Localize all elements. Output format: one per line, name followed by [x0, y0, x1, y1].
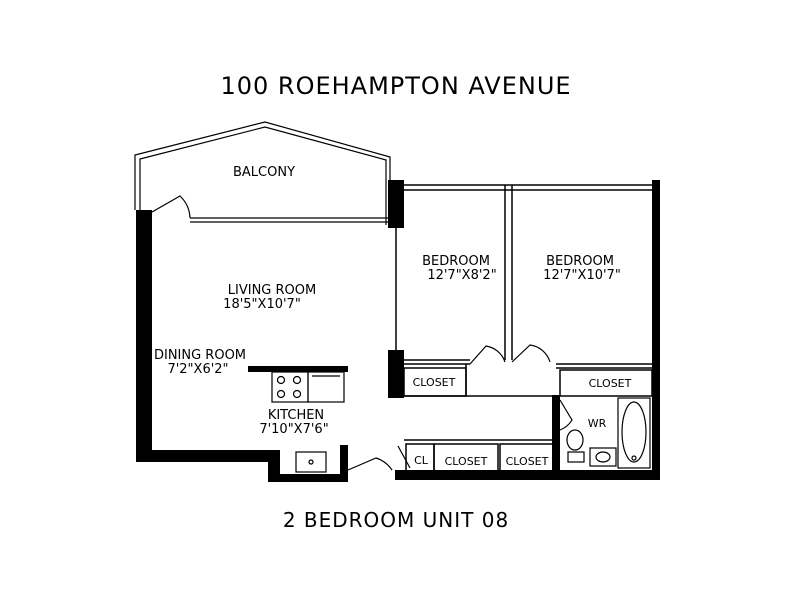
- bedroom2-label: BEDROOM: [546, 254, 614, 269]
- bedroom2-closet-label: CLOSET: [589, 377, 632, 390]
- hall-closet2-label: CLOSET: [506, 455, 549, 468]
- bedroom1-size: 12'7"X8'2": [427, 268, 496, 283]
- interior-walls: [395, 184, 660, 473]
- walls: [136, 180, 660, 482]
- balcony: [134, 121, 391, 225]
- living-room-label: LIVING ROOM: [228, 283, 316, 298]
- doors: [151, 195, 573, 471]
- kitchen-label: KITCHEN: [268, 408, 324, 423]
- stove-burner: [292, 389, 302, 399]
- stove-burner: [292, 375, 302, 385]
- stove-burner: [276, 389, 286, 399]
- hall-closet1-label: CLOSET: [445, 455, 488, 468]
- bathroom-fixtures: [566, 397, 651, 469]
- balcony-label: BALCONY: [233, 165, 295, 180]
- bedroom2-size: 12'7"X10'7": [543, 268, 621, 283]
- living-room-size: 18'5"X10'7": [223, 297, 301, 312]
- washroom-label: WR: [588, 417, 607, 430]
- dining-room-label: DINING ROOM: [154, 348, 246, 363]
- dining-room-size: 7'2"X6'2": [167, 362, 228, 377]
- building-title: 100 ROEHAMPTON AVENUE: [220, 72, 572, 100]
- kitchen-sink: [295, 451, 327, 473]
- bedroom1-closet-label: CLOSET: [413, 376, 456, 389]
- vanity-sink: [589, 447, 617, 467]
- bathtub: [617, 397, 651, 469]
- toilet: [566, 429, 584, 451]
- unit-subtitle: 2 BEDROOM UNIT 08: [282, 508, 510, 532]
- kitchen-size: 7'10"X7'6": [259, 422, 328, 437]
- bedroom1-label: BEDROOM: [422, 254, 490, 269]
- stove-burner: [276, 375, 286, 385]
- kitchen-fixtures: [271, 371, 345, 473]
- linen-closet-label: CL: [414, 454, 429, 467]
